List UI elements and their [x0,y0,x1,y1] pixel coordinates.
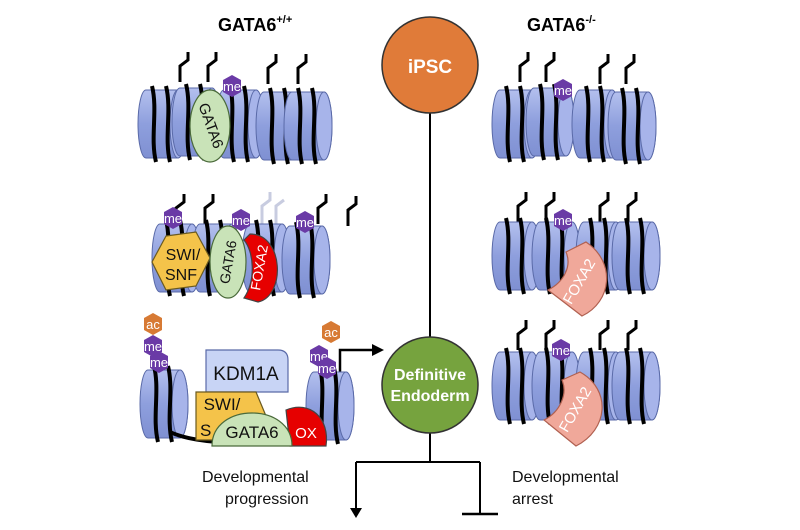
left-row2-me-mark-1: me [164,207,182,229]
svg-text:me: me [144,339,162,354]
left-row2-gata6: GATA6 [209,225,247,299]
svg-text:me: me [552,343,570,358]
left-row1-me-mark: me [223,75,241,97]
activation-arrow [338,348,374,375]
activation-arrow-head [372,344,384,356]
svg-text:ac: ac [146,317,160,332]
foxa2-partial-label: OX [295,425,317,442]
right-row1-chromatin [490,50,658,166]
swi-partial-label: SWI/ [204,395,241,414]
left-row1-chromatin [136,50,334,166]
left-row3-foxa2: OX [285,406,328,447]
gata6-label: GATA6 [225,423,278,442]
endoderm-label-line2: Endoderm [390,388,469,405]
svg-text:me: me [232,213,250,228]
svg-text:me: me [150,355,168,370]
left-row3-kdm1a: KDM1A [205,349,289,393]
right-row1-me-mark: me [554,79,572,101]
right-row3-me-mark: me [552,339,570,361]
ipsc-node: iPSC [381,16,479,114]
left-row2-me-mark-3: me [296,211,314,233]
swi-snf-label-line1: SWI/ [166,247,201,264]
left-column-title: GATA6+/+ [218,14,292,35]
snf-partial-label: S [200,421,211,440]
svg-text:me: me [554,83,572,98]
left-row3-me-mark-4: me [318,357,336,379]
right-row2-foxa2: FOXA2 [546,241,608,317]
left-row3-ac-mark-1: ac [144,313,162,335]
left-row1-gata6: GATA6 [189,89,231,163]
svg-text:ac: ac [324,325,338,340]
arrest-label-line2: arrest [512,491,553,508]
kdm1a-label: KDM1A [213,364,279,385]
svg-text:me: me [164,211,182,226]
left-row3-ac-mark-2: ac [322,321,340,343]
swi-snf-label-line2: SNF [165,267,197,284]
left-row2-swi-snf: SWI/ SNF [151,231,211,291]
gata6-label: GATA6 [216,239,239,285]
svg-text:me: me [554,213,572,228]
left-row2-me-mark-2: me [232,209,250,231]
right-row2-me-mark: me [554,209,572,231]
svg-text:me: me [318,361,336,376]
left-row3-me-mark-1: me [144,335,162,357]
arrest-label-line1: Developmental [512,469,619,486]
progression-label-line2: progression [225,491,309,508]
progression-arrow-head [350,508,362,518]
left-row3-me-mark-2: me [150,351,168,373]
ipsc-label: iPSC [408,57,453,78]
left-row2-foxa2: FOXA2 [243,233,278,303]
progression-label-line1: Developmental [202,469,309,486]
svg-text:me: me [296,215,314,230]
left-row3-gata6: GATA6 [211,412,293,447]
right-column-title: GATA6-/- [527,14,596,35]
right-row3-foxa2: FOXA2 [542,371,603,447]
svg-text:me: me [223,79,241,94]
foxa2-label: FOXA2 [247,243,271,291]
left-row2-chromatin [150,192,358,300]
endoderm-label-line1: Definitive [394,367,466,384]
endoderm-node: Definitive Endoderm [381,336,479,434]
